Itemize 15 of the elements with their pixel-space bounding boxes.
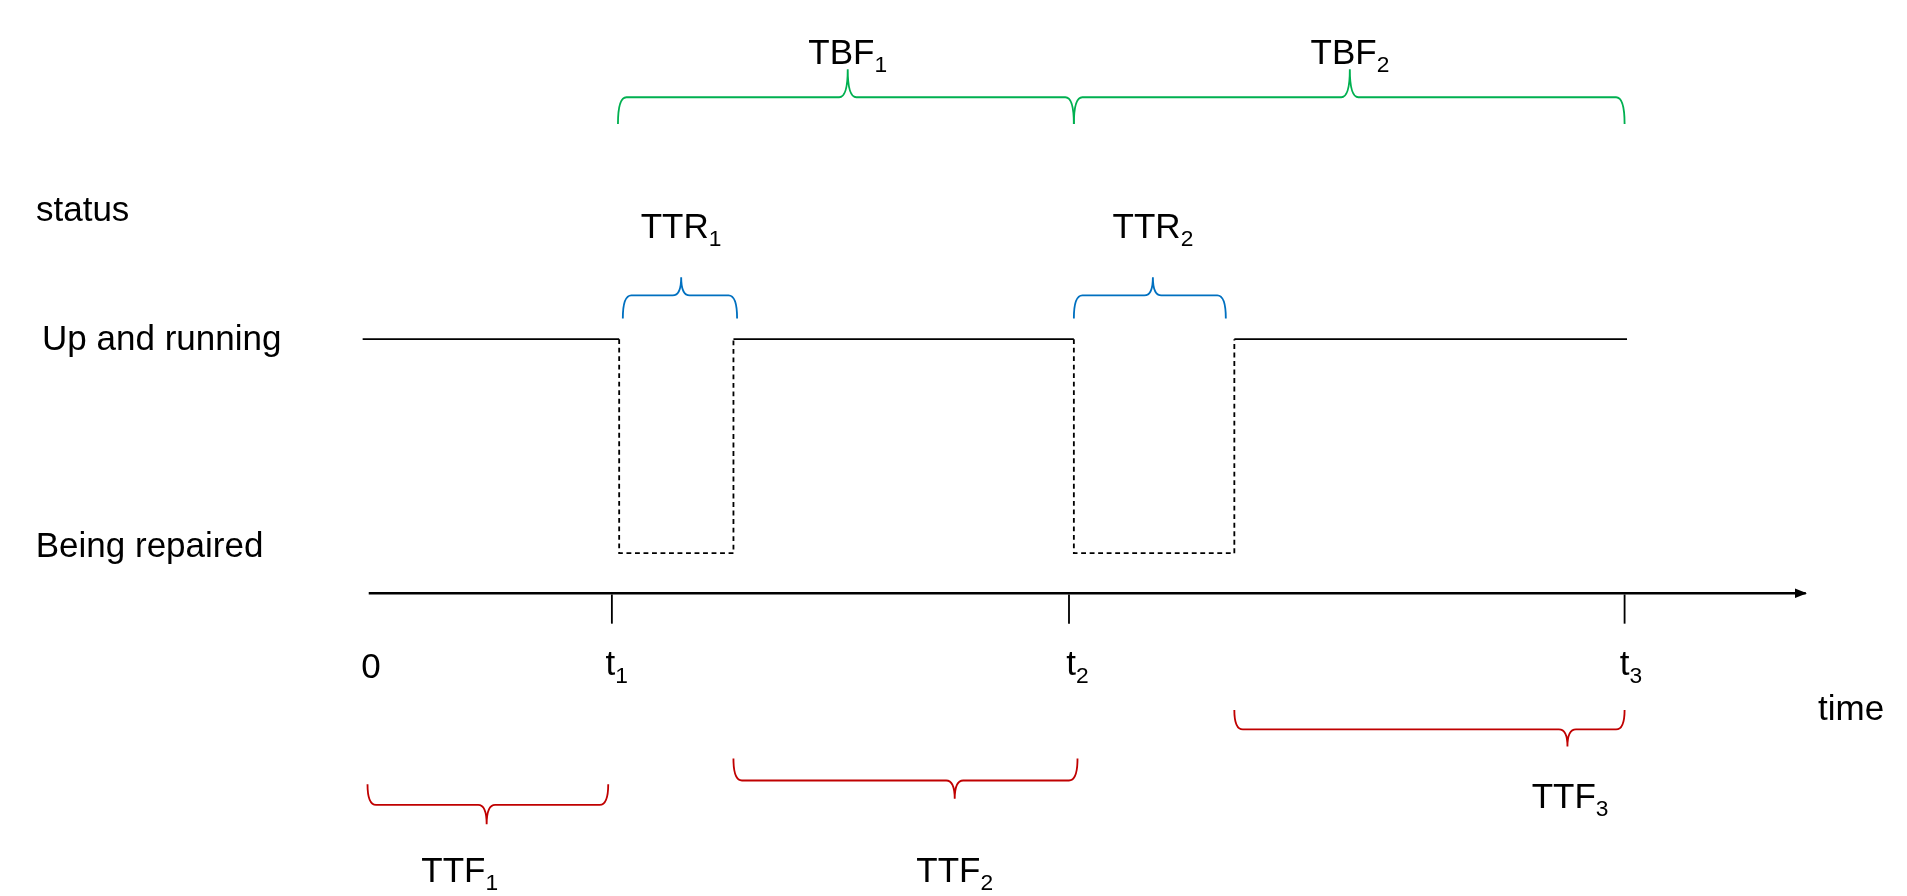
brace-label: TTF$_{1}$ (421, 851, 499, 896)
state-label: Up and running (42, 318, 282, 358)
tick-label: 0 (361, 647, 381, 686)
brace-label: TTR$_{2}$ (1112, 206, 1194, 251)
state-label: Being repaired (35, 525, 264, 565)
axis-title: status (36, 189, 130, 229)
tick-label: t$_{2}$ (1066, 644, 1089, 689)
brace-label: TTF$_{2}$ (916, 851, 994, 896)
tick-label: t$_{1}$ (605, 644, 628, 689)
brace-label: TBF$_{1}$ (808, 32, 888, 77)
tick-label: t$_{3}$ (1619, 644, 1643, 689)
brace-label: TTF$_{3}$ (1531, 777, 1609, 822)
brace-label: TTR$_{1}$ (640, 206, 722, 251)
axis-title: time (1818, 688, 1885, 728)
brace-label: TBF$_{2}$ (1310, 32, 1390, 77)
